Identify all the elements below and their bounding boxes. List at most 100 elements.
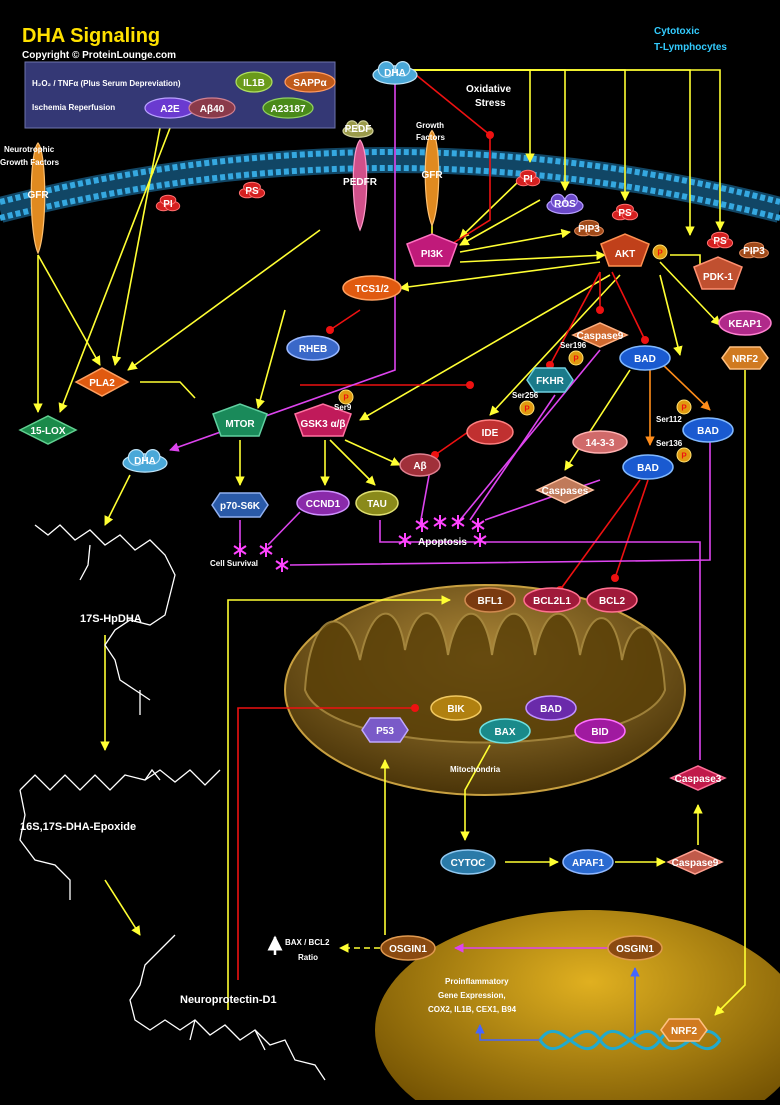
node-label-pla2: PLA2: [89, 378, 115, 389]
node-label-p1433: 14-3-3: [586, 438, 615, 449]
hpdha-label: 17S-HpDHA: [80, 613, 142, 625]
neurotrophic-label: Neurotrophic: [4, 145, 55, 154]
phosphorylation-badge-label: P: [343, 394, 349, 403]
npd1-structure: [129, 934, 326, 1081]
ser112-label: Ser112: [656, 415, 682, 424]
node-label-p70s6k: p70-S6K: [220, 501, 261, 512]
copyright-text: Copyright © ProteinLounge.com: [22, 50, 176, 61]
mitochondria-organelle: [284, 584, 686, 796]
phosphorylation-badge-label: P: [681, 404, 687, 413]
node-apaf1: [562, 849, 614, 875]
node-pla2: [74, 367, 130, 397]
node-bad-mito: [525, 695, 577, 721]
node-label-bad-mito: BAD: [540, 704, 562, 715]
node-label-caspases: Caspases: [542, 486, 589, 497]
node-label-rheb: RHEB: [299, 344, 327, 355]
cell-membrane: [0, 147, 780, 223]
phosphorylation-badge: [652, 244, 668, 260]
node-bfl1: [464, 587, 516, 613]
stimulus-line-2: Ischemia Reperfusion: [32, 103, 115, 112]
node-label-bid: BID: [591, 727, 608, 738]
proinflammatory-label: Proinflammatory: [445, 977, 509, 986]
node-caspase3: [669, 765, 727, 791]
proinflammatory-label-2: Gene Expression,: [438, 991, 506, 1000]
apoptosis-label: Apoptosis: [418, 537, 467, 548]
corner-label-1: Cytotoxic: [654, 26, 700, 37]
node-label-bax: BAX: [494, 727, 515, 738]
node-label-bik: BIK: [447, 704, 465, 715]
node-dha-mid: [122, 449, 168, 473]
node-pdk1: [693, 256, 743, 290]
node-tcs12: [342, 275, 402, 301]
growth-factors-label-2: Factors: [416, 133, 445, 142]
node-label-fkhr: FKHR: [536, 376, 565, 387]
node-shapes: [18, 60, 772, 1042]
oxidative-stress-label-2: Stress: [475, 98, 506, 109]
node-label-caspase3: Caspase3: [675, 774, 722, 785]
stimulus-chip: [262, 97, 314, 119]
node-nrf2-bot: [660, 1018, 708, 1042]
node-bik: [430, 695, 482, 721]
node-pedf: [342, 120, 374, 138]
node-bad-a: [619, 345, 671, 371]
node-label-tcs12: TCS1/2: [355, 284, 389, 295]
node-osgin1-right: [607, 935, 663, 961]
node-label-lox15: 15-LOX: [30, 426, 65, 437]
mitochondria-label: Mitochondria: [450, 765, 501, 774]
node-label-bad-b: BAD: [697, 426, 719, 437]
stimulus-chip-label: A23187: [270, 104, 305, 115]
node-label-tau: TAU: [367, 499, 387, 510]
epoxide-label: 16S,17S-DHA-Epoxide: [20, 821, 136, 833]
node-bcl2l1: [523, 587, 581, 613]
stimulus-chip: [284, 71, 336, 93]
node-ps-left: [238, 181, 266, 199]
node-dha-top: [372, 60, 418, 85]
node-label-osgin1-left: OSGIN1: [389, 944, 427, 955]
node-p1433: [572, 430, 628, 454]
node-label-ros: ROS: [554, 199, 576, 210]
apoptosis-asterisk: [233, 543, 247, 557]
epoxide-structure: [19, 768, 221, 900]
apoptosis-asterisk: [471, 518, 485, 532]
node-label-pdk1: PDK-1: [703, 272, 733, 283]
bax-bcl2-ratio-label: BAX / BCL2: [285, 938, 330, 947]
node-label-ps-right: PS: [618, 208, 632, 219]
hpdha-structure: [34, 524, 176, 715]
node-pi-right: [515, 169, 541, 187]
node-mtor: [212, 403, 268, 437]
node-label-gfr-mid: GFR: [421, 170, 443, 181]
node-caspases: [535, 476, 595, 504]
phosphorylation-badge-label: P: [524, 405, 530, 414]
node-pip3-b: [739, 241, 769, 259]
node-label-bad-a: BAD: [634, 354, 656, 365]
ser196-label: Ser196: [560, 341, 587, 350]
node-label-pi-left: PI: [163, 199, 173, 210]
node-nrf2-top: [721, 346, 769, 370]
node-rheb: [286, 335, 340, 361]
apoptosis-asterisk: [451, 515, 465, 529]
stimulus-chip-label: IL1B: [243, 78, 265, 89]
node-label-ide: IDE: [482, 428, 499, 439]
node-akt: [600, 233, 650, 267]
apoptosis-asterisk: [398, 533, 412, 547]
node-p70s6k: [211, 492, 269, 518]
node-fkhr: [526, 367, 574, 393]
node-label-p53: P53: [376, 726, 394, 737]
node-label-pi-right: PI: [523, 174, 533, 185]
node-label-abeta: Aβ: [413, 461, 426, 472]
node-osgin1-left: [380, 935, 436, 961]
node-label-ps-left: PS: [245, 186, 259, 197]
node-keap1: [718, 310, 772, 336]
stimulus-chip: [188, 97, 236, 119]
node-label-caspase9-top: Caspase9: [577, 331, 624, 342]
node-tau: [355, 490, 399, 516]
oxidative-stress-label: Oxidative: [466, 84, 511, 95]
ser9-label: Ser9: [334, 403, 352, 412]
ser256-label: Ser256: [512, 391, 539, 400]
apoptosis-asterisk: [259, 543, 273, 557]
proinflammatory-label-3: COX2, IL1B, CEX1, B94: [428, 1005, 517, 1014]
stimulus-line-1: H₂O₂ / TNFα (Plus Serum Depreviation): [32, 79, 181, 88]
stimulus-chip-label: Aβ40: [200, 104, 225, 115]
neurotrophic-label-2: Growth Factors: [0, 158, 60, 167]
